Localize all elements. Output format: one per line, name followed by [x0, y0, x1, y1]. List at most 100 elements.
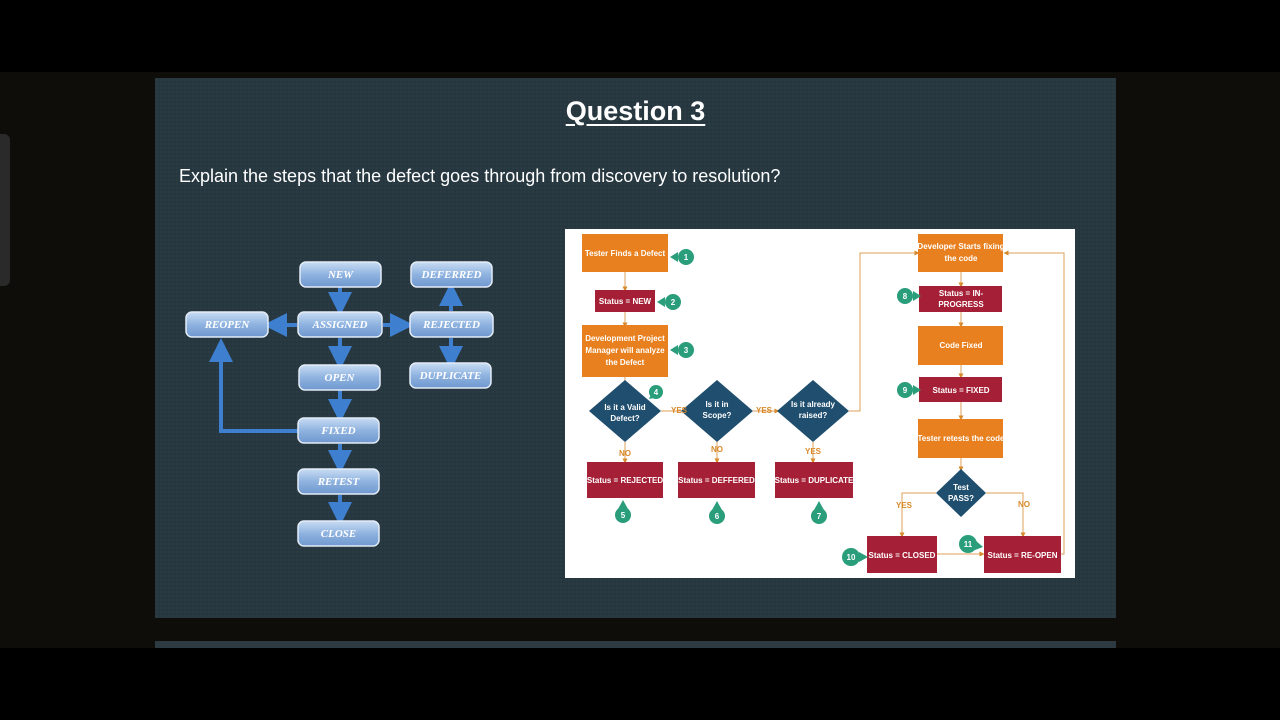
svg-text:Status = RE-OPEN: Status = RE-OPEN: [987, 551, 1057, 560]
svg-text:YES: YES: [671, 406, 688, 415]
status-fixed-box: Status = FIXED: [919, 377, 1002, 402]
marker-10: 10: [842, 548, 868, 566]
marker-6: 6: [709, 501, 725, 524]
svg-text:Scope?: Scope?: [703, 411, 732, 420]
svg-text:1: 1: [684, 253, 689, 262]
svg-text:Is it a Valid: Is it a Valid: [604, 403, 645, 412]
svg-text:Status = DEFFERED: Status = DEFFERED: [678, 476, 755, 485]
marker-2: 2: [657, 294, 681, 310]
defect-lifecycle-diagram: NEW DEFERRED REOPEN ASSIGNED REJECTED OP…: [185, 261, 494, 547]
arrow-fixed-reopen: [209, 338, 298, 433]
node-close: CLOSE: [297, 520, 380, 547]
node-reopen: REOPEN: [185, 311, 269, 338]
svg-text:Developer Starts fixing: Developer Starts fixing: [917, 242, 1004, 251]
svg-text:YES: YES: [756, 406, 773, 415]
decision-test-pass: Test PASS?: [936, 469, 986, 517]
svg-text:7: 7: [817, 512, 822, 521]
svg-text:Status = IN-: Status = IN-: [939, 289, 984, 298]
step-dev-pm-analyze: Development Project Manager will analyze…: [582, 325, 668, 377]
decision-already-raised: Is it already raised?: [777, 380, 849, 442]
svg-text:REJECTED: REJECTED: [422, 319, 480, 331]
svg-text:PROGRESS: PROGRESS: [938, 300, 984, 309]
svg-text:the code: the code: [945, 254, 978, 263]
svg-text:2: 2: [671, 298, 676, 307]
svg-text:OPEN: OPEN: [325, 372, 356, 384]
svg-text:Test: Test: [953, 483, 969, 492]
node-new: NEW: [299, 261, 382, 288]
svg-text:6: 6: [715, 512, 720, 521]
svg-text:CLOSE: CLOSE: [321, 528, 356, 540]
status-inprogress-box: Status = IN- PROGRESS: [919, 286, 1002, 312]
svg-text:ASSIGNED: ASSIGNED: [311, 319, 367, 331]
svg-text:5: 5: [621, 511, 626, 520]
svg-text:RETEST: RETEST: [317, 476, 361, 488]
marker-7: 7: [811, 501, 827, 524]
svg-text:REOPEN: REOPEN: [204, 319, 251, 331]
flowchart-connectors: [622, 250, 1065, 557]
branch-labels: YES YES NO NO YES YES NO: [619, 406, 1030, 510]
svg-text:Status = NEW: Status = NEW: [599, 297, 652, 306]
svg-text:Tester retests the code: Tester retests the code: [918, 434, 1006, 443]
status-reopen-box: Status = RE-OPEN: [984, 536, 1061, 573]
node-duplicate: DUPLICATE: [409, 362, 492, 389]
slide-title: Question 3: [565, 96, 706, 126]
step-tester-finds-defect: Tester Finds a Defect: [582, 234, 668, 272]
svg-text:NEW: NEW: [327, 269, 354, 281]
svg-text:Tester Finds a Defect: Tester Finds a Defect: [585, 249, 666, 258]
svg-text:Code Fixed: Code Fixed: [939, 341, 982, 350]
status-duplicate-box: Status = DUPLICATE: [775, 462, 854, 498]
step-tester-retests: Tester retests the code: [918, 419, 1006, 458]
svg-text:NO: NO: [1018, 500, 1030, 509]
status-deferred-box: Status = DEFFERED: [678, 462, 755, 498]
step-number-markers: 1 2 3 4 5 6 7 8 9 10 11: [615, 249, 983, 566]
svg-text:Defect?: Defect?: [610, 414, 639, 423]
svg-text:10: 10: [847, 553, 856, 562]
marker-9: 9: [897, 382, 921, 398]
svg-text:YES: YES: [805, 447, 822, 456]
defect-flowchart: Tester Finds a Defect Development Projec…: [565, 229, 1075, 578]
svg-text:raised?: raised?: [799, 411, 828, 420]
svg-text:NO: NO: [619, 449, 631, 458]
status-closed-box: Status = CLOSED: [867, 536, 937, 573]
decision-valid-defect: Is it a Valid Defect?: [589, 380, 661, 442]
svg-text:FIXED: FIXED: [320, 425, 355, 437]
node-retest: RETEST: [297, 468, 380, 495]
svg-text:Is it already: Is it already: [791, 400, 836, 409]
node-deferred: DEFERRED: [410, 261, 493, 288]
node-open: OPEN: [298, 364, 381, 391]
step-code-fixed: Code Fixed: [918, 326, 1003, 365]
svg-text:Status = CLOSED: Status = CLOSED: [869, 551, 936, 560]
svg-text:Manager will analyze: Manager will analyze: [585, 346, 665, 355]
svg-text:Status = FIXED: Status = FIXED: [932, 386, 989, 395]
side-panel-handle[interactable]: [0, 134, 10, 286]
svg-text:Development Project: Development Project: [585, 334, 665, 343]
svg-text:PASS?: PASS?: [948, 494, 974, 503]
lifecycle-connectors: [209, 282, 463, 526]
svg-text:DEFERRED: DEFERRED: [421, 269, 482, 281]
svg-text:Status = DUPLICATE: Status = DUPLICATE: [775, 476, 854, 485]
marker-8: 8: [897, 288, 921, 304]
svg-text:4: 4: [654, 388, 659, 397]
marker-1: 1: [670, 249, 694, 265]
svg-text:Status = REJECTED: Status = REJECTED: [587, 476, 663, 485]
svg-text:11: 11: [964, 540, 973, 549]
slide: Question 3 Explain the steps that the de…: [155, 78, 1116, 618]
node-fixed: FIXED: [297, 417, 380, 444]
marker-4: 4: [649, 385, 663, 399]
svg-text:DUPLICATE: DUPLICATE: [419, 370, 482, 382]
svg-text:9: 9: [903, 386, 908, 395]
status-rejected-box: Status = REJECTED: [587, 462, 663, 498]
slide-question: Explain the steps that the defect goes t…: [179, 166, 781, 186]
status-new-box: Status = NEW: [595, 290, 655, 312]
marker-3: 3: [670, 342, 694, 358]
node-assigned: ASSIGNED: [297, 311, 383, 338]
svg-text:YES: YES: [896, 501, 913, 510]
svg-text:NO: NO: [711, 445, 723, 454]
marker-11: 11: [959, 535, 983, 553]
marker-5: 5: [615, 500, 631, 523]
svg-text:the Defect: the Defect: [606, 358, 645, 367]
decision-in-scope: Is it in Scope?: [681, 380, 753, 442]
next-slide-edge: [155, 641, 1116, 648]
step-developer-starts: Developer Starts fixing the code: [917, 234, 1005, 272]
svg-text:8: 8: [903, 292, 908, 301]
